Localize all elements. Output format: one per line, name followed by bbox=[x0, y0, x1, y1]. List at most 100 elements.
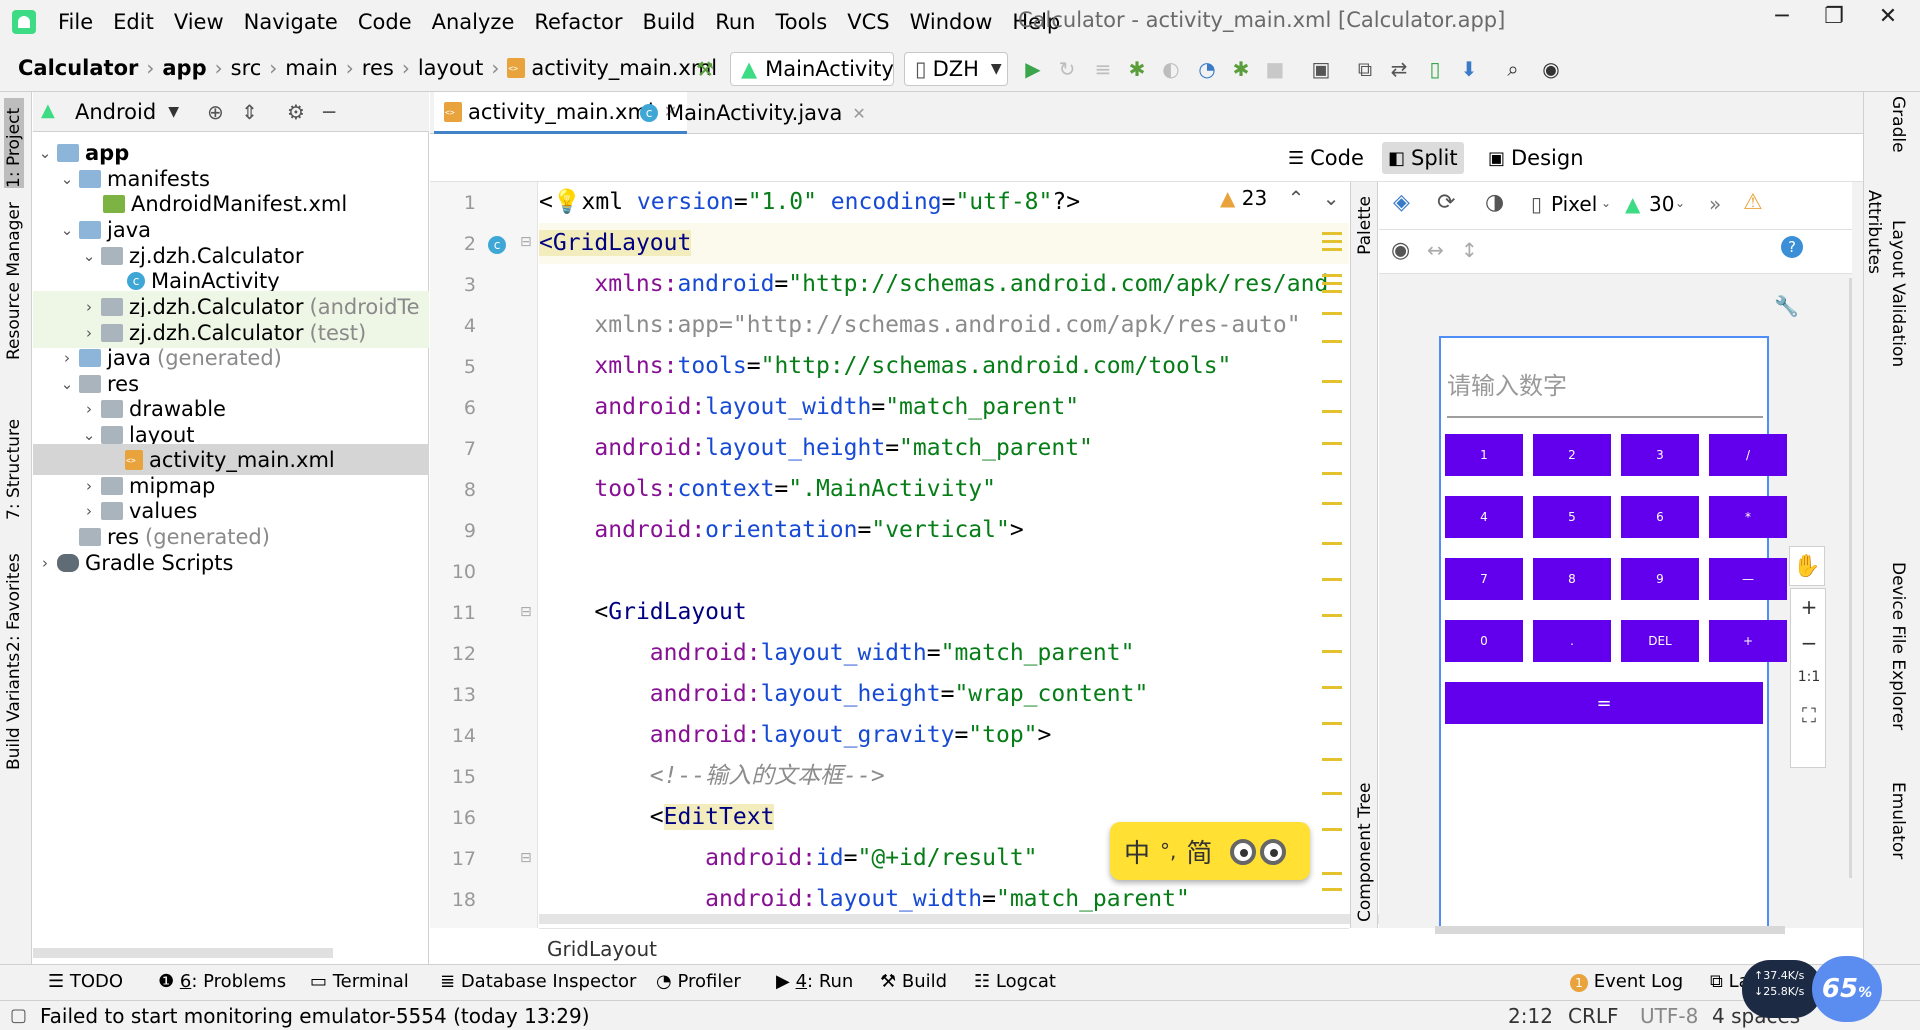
warning-stripe-mark[interactable] bbox=[1322, 614, 1342, 617]
tab-mainactivity-java[interactable]: c MainActivity.java ✕ bbox=[630, 92, 876, 134]
key-7[interactable]: 7 bbox=[1445, 558, 1523, 600]
toggle-tool-windows-icon[interactable]: ▢ bbox=[10, 1005, 28, 1026]
zoom-reset-button[interactable]: 1:1 bbox=[1797, 669, 1821, 685]
menu-analyze[interactable]: Analyze bbox=[431, 10, 515, 34]
menu-window[interactable]: Window bbox=[909, 10, 993, 34]
line-separator[interactable]: CRLF bbox=[1568, 1004, 1619, 1028]
xml-structure-breadcrumb[interactable]: GridLayout bbox=[539, 928, 1349, 964]
night-mode-icon[interactable]: ◑ bbox=[1485, 190, 1505, 215]
apply-code-changes-icon[interactable]: ≡ bbox=[1094, 57, 1112, 81]
eye-icon[interactable]: ◉ bbox=[1391, 238, 1411, 263]
warning-stripe-mark[interactable] bbox=[1322, 410, 1342, 413]
tree-row-java-generated[interactable]: › java (generated) bbox=[33, 342, 429, 373]
result-input-preview[interactable]: 请输入数字 bbox=[1447, 372, 1567, 400]
tab-favorites[interactable]: 2: Favorites bbox=[4, 553, 24, 652]
tab-device-file-explorer[interactable]: Device File Explorer bbox=[1888, 562, 1908, 731]
tab-layout-validation[interactable]: Layout Validation bbox=[1888, 220, 1908, 368]
warning-stripe-mark[interactable] bbox=[1322, 472, 1342, 475]
warning-stripe-mark[interactable] bbox=[1322, 872, 1342, 875]
chevron-down-icon[interactable]: ⌄ bbox=[82, 246, 96, 265]
key-del[interactable]: DEL bbox=[1621, 620, 1699, 662]
code-editor[interactable]: <💡xml version="1.0" encoding="utf-8"?> <… bbox=[539, 182, 1349, 928]
debug-icon[interactable]: ✱ bbox=[1128, 57, 1146, 81]
chevron-down-icon[interactable]: ⌄ bbox=[82, 425, 96, 444]
layout-preview[interactable]: 请输入数字 1 2 3 / 4 5 6 * 7 8 9 — 0 . DEL + … bbox=[1439, 336, 1787, 928]
layers-icon[interactable]: ◈ bbox=[1393, 190, 1410, 215]
warning-stripe-mark[interactable] bbox=[1322, 232, 1342, 235]
tree-row-drawable[interactable]: › drawable bbox=[33, 393, 429, 424]
warning-stripe-mark[interactable] bbox=[1322, 650, 1342, 653]
key-5[interactable]: 5 bbox=[1533, 496, 1611, 538]
run-configuration-select[interactable]: ▲ MainActivity ▼ bbox=[730, 52, 917, 86]
warning-stripe-mark[interactable] bbox=[1322, 274, 1342, 277]
inspection-widget[interactable]: ▲ 23 ⌃ ⌄ bbox=[1220, 186, 1339, 210]
sdk-download-icon[interactable]: ⬇ bbox=[1460, 57, 1478, 81]
chevron-up-icon[interactable]: ⌃ bbox=[1287, 186, 1305, 210]
design-horizontal-scrollbar[interactable] bbox=[1435, 926, 1785, 934]
tree-row-res[interactable]: ⌄ res bbox=[33, 368, 429, 399]
chevron-right-icon[interactable]: › bbox=[64, 348, 70, 367]
design-mode-button[interactable]: ▣ Design bbox=[1482, 142, 1590, 174]
coverage-icon[interactable]: ◐ bbox=[1162, 57, 1180, 81]
chevron-right-icon[interactable]: › bbox=[86, 501, 92, 520]
warning-stripe-mark[interactable] bbox=[1322, 340, 1342, 343]
network-monitor-widget[interactable]: ↑37.4K/s ↓25.8K/s 65% bbox=[1742, 956, 1916, 1022]
warning-stripe-mark[interactable] bbox=[1322, 542, 1342, 545]
more-icon[interactable]: » bbox=[1709, 192, 1722, 216]
menu-build[interactable]: Build bbox=[642, 10, 696, 34]
breadcrumb-layout[interactable]: layout bbox=[417, 55, 484, 80]
account-icon[interactable]: ◉ bbox=[1542, 57, 1560, 81]
zoom-fit-icon[interactable]: ⛶ bbox=[1802, 703, 1816, 727]
warning-stripe-mark[interactable] bbox=[1322, 312, 1342, 315]
breadcrumb-gridlayout[interactable]: GridLayout bbox=[547, 937, 657, 961]
file-encoding[interactable]: UTF-8 bbox=[1640, 1004, 1699, 1028]
warning-stripe-mark[interactable] bbox=[1322, 828, 1342, 831]
breadcrumb-main[interactable]: main bbox=[285, 55, 338, 80]
tab-component-tree[interactable]: Component Tree bbox=[1355, 782, 1375, 922]
split-mode-button[interactable]: ◧ Split bbox=[1382, 142, 1464, 174]
key-6[interactable]: 6 bbox=[1621, 496, 1699, 538]
run-icon[interactable]: ▶ bbox=[1025, 57, 1041, 81]
fold-marker-icon[interactable]: ⊟ bbox=[520, 604, 532, 620]
chevron-right-icon[interactable]: › bbox=[86, 399, 92, 418]
key-1[interactable]: 1 bbox=[1445, 434, 1523, 476]
chevron-down-icon[interactable]: ⌄ bbox=[38, 143, 52, 162]
project-view-select[interactable]: Android bbox=[75, 99, 157, 124]
horizontal-scrollbar[interactable] bbox=[33, 948, 333, 958]
close-icon[interactable]: ✕ bbox=[663, 102, 678, 121]
database-inspector-tab[interactable]: ≣ Database Inspector bbox=[440, 971, 636, 992]
chevron-right-icon[interactable]: › bbox=[86, 476, 92, 495]
project-structure-icon[interactable]: ▣ bbox=[1311, 57, 1331, 81]
ime-toolbar[interactable]: 中 °, 简 bbox=[1110, 822, 1310, 880]
tree-row-layout[interactable]: ⌄ layout bbox=[33, 419, 429, 450]
orientation-icon[interactable]: ⟳ bbox=[1437, 190, 1456, 215]
tree-row-androidmanifest[interactable]: AndroidManifest.xml bbox=[33, 188, 429, 219]
avd-manager-icon[interactable]: ⇄ bbox=[1390, 57, 1408, 81]
run-tab[interactable]: ▶ 4: Run bbox=[776, 971, 853, 992]
warning-stripe-mark[interactable] bbox=[1322, 248, 1342, 251]
key-0[interactable]: 0 bbox=[1445, 620, 1523, 662]
breadcrumb-file[interactable]: activity_main.xml bbox=[531, 55, 718, 80]
chevron-right-icon[interactable]: › bbox=[86, 297, 92, 316]
menu-edit[interactable]: Edit bbox=[113, 10, 154, 34]
event-log-tab[interactable]: 1 Event Log bbox=[1570, 971, 1683, 992]
tree-row-res-generated[interactable]: res (generated) bbox=[33, 521, 429, 552]
sdk-manager-icon[interactable]: ▯ bbox=[1429, 57, 1441, 81]
chevron-right-icon[interactable]: › bbox=[42, 553, 48, 572]
key-9[interactable]: 9 bbox=[1621, 558, 1699, 600]
class-gutter-icon[interactable]: c bbox=[488, 236, 506, 254]
vertical-resize-icon[interactable]: ↕ bbox=[1461, 238, 1478, 262]
warning-stripe-mark[interactable] bbox=[1322, 380, 1342, 383]
attach-debugger-icon[interactable]: ✱ bbox=[1232, 57, 1250, 81]
menu-run[interactable]: Run bbox=[715, 10, 756, 34]
key-3[interactable]: 3 bbox=[1621, 434, 1699, 476]
key-plus[interactable]: + bbox=[1709, 620, 1787, 662]
code-horizontal-scrollbar[interactable] bbox=[539, 914, 1619, 924]
warning-stripe-mark[interactable] bbox=[1322, 722, 1342, 725]
warning-stripe-mark[interactable] bbox=[1322, 758, 1342, 761]
key-divide[interactable]: / bbox=[1709, 434, 1787, 476]
close-window-button[interactable]: ✕ bbox=[1878, 4, 1898, 29]
breadcrumb-module[interactable]: app bbox=[162, 55, 207, 80]
hammer-build-icon[interactable]: ⚒ bbox=[696, 57, 714, 81]
tab-project[interactable]: 1: Project bbox=[4, 98, 24, 188]
